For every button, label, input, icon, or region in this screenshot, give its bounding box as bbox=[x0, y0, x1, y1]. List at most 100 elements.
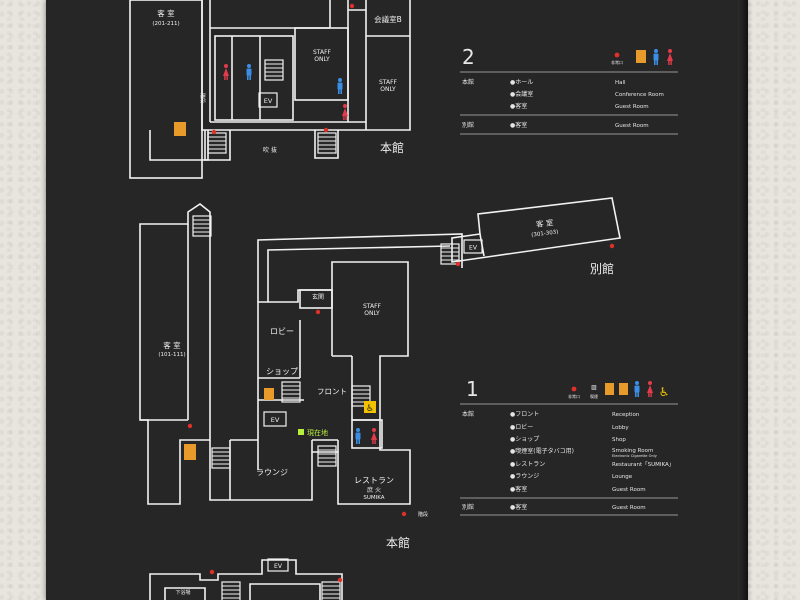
basement-exit-dot bbox=[209, 569, 215, 575]
floor1-main-room-range: (101-111) bbox=[158, 352, 185, 358]
current-location-marker bbox=[298, 429, 304, 435]
floor2-guest-room-range: (201-211) bbox=[152, 21, 179, 27]
floor1-female-restroom-icon bbox=[371, 428, 377, 444]
basement-stairs bbox=[221, 581, 241, 600]
floor2-plan bbox=[129, 0, 411, 179]
floor1-main-ev-box bbox=[263, 411, 287, 427]
floor2-stairs bbox=[264, 59, 284, 81]
floor2-exit-dot-3 bbox=[349, 3, 355, 9]
basement-plan bbox=[149, 559, 343, 600]
floor1-vending-icon bbox=[184, 444, 196, 460]
board-edge bbox=[738, 0, 748, 600]
floor2-stairs-bottom-right bbox=[317, 132, 337, 154]
floor1-legend-smoking-label: 喫煙 bbox=[590, 393, 598, 399]
floor2-legend-exit-dot bbox=[614, 52, 620, 58]
floor1-exit-dot-entrance bbox=[315, 309, 321, 315]
floor2-stairs-bottom-left bbox=[207, 132, 227, 154]
floor2-legend-jp-3: ●客室 bbox=[510, 102, 527, 110]
floor1-annex-ev-label: EV bbox=[469, 245, 478, 252]
basement-ev-box bbox=[267, 558, 289, 572]
floor1-legend-jp-7: ●客室 bbox=[510, 485, 527, 493]
floor2-conference-b-label: 会議室B bbox=[374, 14, 402, 24]
floor1-legend-en-6: Lounge bbox=[612, 474, 633, 480]
floor1-number: 1 bbox=[466, 377, 479, 401]
floor1-legend-jp-5: ●レストラン bbox=[510, 461, 545, 468]
floor2-small-label: 階段 bbox=[199, 93, 206, 103]
floor1-legend-vending-icon bbox=[605, 383, 614, 395]
floor1-annex-ev-box bbox=[463, 239, 483, 254]
floor1-shop-label: ショップ bbox=[266, 367, 298, 376]
floor1-male-restroom-icon bbox=[355, 428, 361, 444]
floor2-female-restroom-icon-2 bbox=[342, 104, 348, 120]
floor1-legend-smoking-icon: ▨ bbox=[591, 384, 597, 391]
floor1-west-stairs bbox=[211, 447, 231, 469]
floor2-legend-section-1: 本館 bbox=[462, 78, 474, 86]
floor1-exit-dot-west bbox=[187, 423, 193, 429]
floor1-entrance-label: 玄関 bbox=[312, 293, 324, 301]
floor2-number: 2 bbox=[462, 45, 475, 69]
floor1-legend-en-5: Restaurant「SUMIKA」 bbox=[612, 461, 674, 468]
basement-label: 下浴場 bbox=[175, 589, 190, 596]
floor1-main-building-label: 本館 bbox=[386, 535, 410, 550]
floor1-legend-rows: 本館 ●フロント Reception ●ロビー Lobby ●ショップ Shop… bbox=[460, 410, 678, 516]
floor1-legend-en-8: Guest Room bbox=[612, 505, 646, 511]
floor1-accessible-icon bbox=[364, 401, 376, 413]
floor2-legend-section-2: 別館 bbox=[462, 121, 474, 129]
floor1-legend-en-3: Shop bbox=[612, 437, 626, 443]
floor1-restaurant-en: SUMIKA bbox=[363, 495, 384, 501]
floor1-main-body bbox=[209, 261, 411, 505]
floor1-legend-exit-label: 非常口 bbox=[568, 393, 580, 399]
floor2-legend-exit-label: 非常口 bbox=[611, 59, 623, 65]
floor1-legend-en-4: Smoking Room bbox=[612, 448, 653, 454]
floor1-legend-section-1: 本館 bbox=[462, 410, 474, 418]
floor1-exit-dot-annex-2 bbox=[609, 243, 615, 249]
floor2-main-body bbox=[201, 0, 411, 131]
floor2-exit-dot bbox=[211, 129, 217, 135]
floor1-annex-building-label: 別館 bbox=[590, 261, 614, 276]
floor2-legend-rows: 本館 ●ホール Hall ●会議室 Conference Room ●客室 Gu… bbox=[460, 78, 678, 135]
floor2-male-restroom-icon bbox=[246, 64, 252, 80]
floor1-main-ev-label: EV bbox=[271, 416, 280, 424]
floor2-legend-female-icon bbox=[667, 49, 673, 65]
floor2-legend-jp-1: ●ホール bbox=[510, 79, 533, 86]
floor2-female-restroom-icon bbox=[223, 64, 229, 80]
floor1-legend-vending-icon-2 bbox=[619, 383, 628, 395]
floor1-accessible-glyph: ♿ bbox=[366, 404, 374, 414]
floor2-legend-vending-icon bbox=[636, 50, 646, 63]
floor1-exit-dot-restaurant bbox=[401, 511, 407, 517]
floor1-lounge-stairs bbox=[317, 445, 337, 467]
floor2-legend-jp-4: ●客室 bbox=[510, 121, 527, 129]
floor1-lobby-label: ロビー bbox=[270, 327, 294, 336]
floor1-legend-jp-6: ●ラウンジ bbox=[510, 472, 539, 480]
floor2-legend-en-1: Hall bbox=[615, 80, 626, 86]
floor2-ev-box bbox=[258, 92, 278, 108]
floor2-legend-en-4: Guest Room bbox=[615, 123, 649, 129]
floor1-legend-female-icon bbox=[647, 381, 653, 397]
basement-exit-dot-2 bbox=[337, 577, 343, 583]
floor1-legend-male-icon bbox=[634, 381, 640, 397]
floor1-legend-en-1: Reception bbox=[612, 412, 640, 418]
floor1-legend-en-2: Lobby bbox=[612, 425, 629, 431]
floor1-legend-en-4b: Electronic Cigarette Only bbox=[612, 454, 658, 458]
floor2-legend-male-icon bbox=[653, 49, 659, 65]
floor1-restaurant-jp: 庶 火 bbox=[367, 486, 381, 494]
floor2-exit-dot-2 bbox=[323, 127, 329, 133]
floor2-ev-label: EV bbox=[264, 97, 273, 105]
floor2-legend-en-3: Guest Room bbox=[615, 104, 649, 110]
floor2-male-restroom-icon-2 bbox=[337, 78, 343, 94]
floor2-guest-room-name: 客 室 bbox=[157, 8, 175, 18]
floor1-restaurant-label: レストラン bbox=[354, 476, 394, 485]
floor1-tower-stairs bbox=[192, 215, 212, 237]
floor1-legend-exit-dot bbox=[571, 386, 577, 392]
basement-ev-label: EV bbox=[274, 563, 283, 570]
floor1-front-label: フロント bbox=[317, 387, 347, 396]
floor1-legend-en-7: Guest Room bbox=[612, 487, 646, 493]
current-location-label: 現在地 bbox=[307, 428, 328, 437]
floor1-legend-jp-1: ●フロント bbox=[510, 411, 539, 418]
floor2-fukinuke: 吹 抜 bbox=[263, 146, 277, 154]
floor1-legend-accessible-icon: ♿ bbox=[659, 385, 670, 399]
